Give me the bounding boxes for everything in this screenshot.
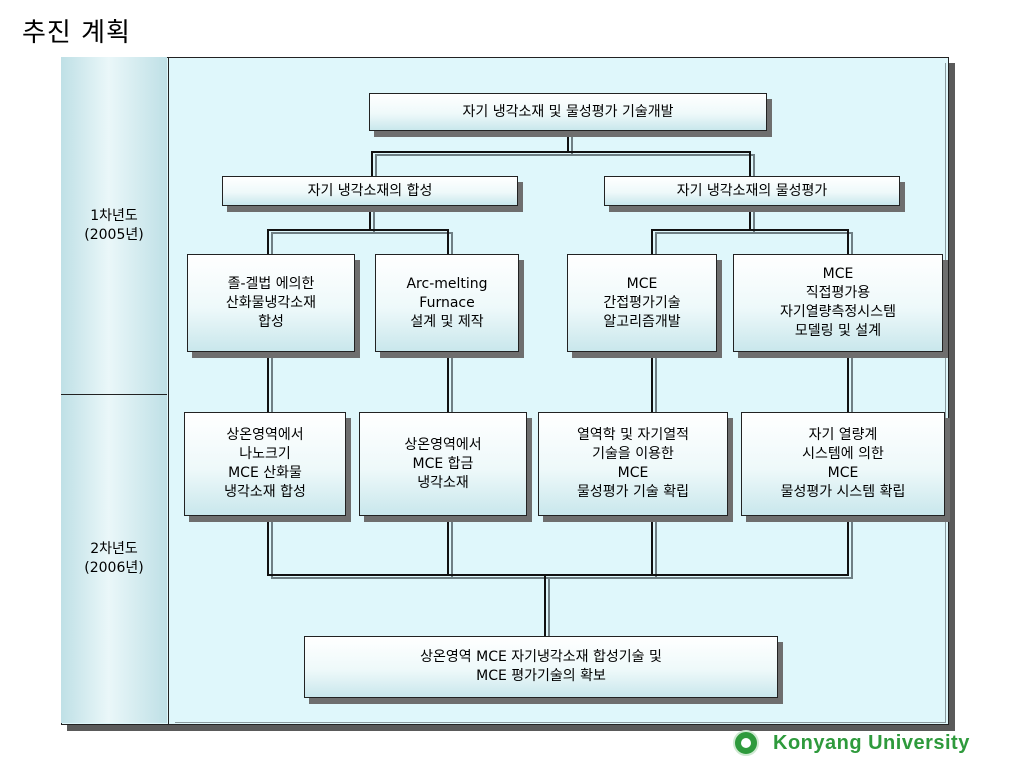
box-arc-melting: Arc-melting Furnace 설계 및 제작 [375,254,519,352]
page-title: 추진 계획 [22,18,131,48]
university-emblem-icon [733,730,759,756]
box-nano-oxide: 상온영역에서 나노크기 MCE 산화물 냉각소재 합성 [184,412,346,516]
box-sol-gel: 졸-겔법 에의한 산화물냉각소재 합성 [187,254,355,352]
box-final-goal: 상온영역 MCE 자기냉각소재 합성기술 및 MCE 평가기술의 확보 [304,636,778,698]
box-alloy: 상온영역에서 MCE 합금 냉각소재 [359,412,527,516]
inner-panel [171,60,945,722]
box-thermo-eval: 열역학 및 자기열적 기술을 이용한 MCE 물성평가 기술 확립 [538,412,728,516]
box-calorimeter: 자기 열량계 시스템에 의한 MCE 물성평가 시스템 확립 [741,412,945,516]
period-year-1: 1차년도 (2005년) [61,57,167,395]
box-synthesis: 자기 냉각소재의 합성 [222,176,518,206]
box-mce-indirect: MCE 간접평가기술 알고리즘개발 [567,254,717,352]
university-name: Konyang University [773,731,970,754]
university-logo: Konyang University [733,730,970,756]
period-year-2: 2차년도 (2006년) [61,395,167,723]
box-mce-direct: MCE 직접평가용 자기열량측정시스템 모델링 및 설계 [733,254,943,352]
box-top-goal: 자기 냉각소재 및 물성평가 기술개발 [369,93,767,131]
box-evaluation: 자기 냉각소재의 물성평가 [604,176,900,206]
period-column: 1차년도 (2005년) 2차년도 (2006년) [61,57,169,725]
